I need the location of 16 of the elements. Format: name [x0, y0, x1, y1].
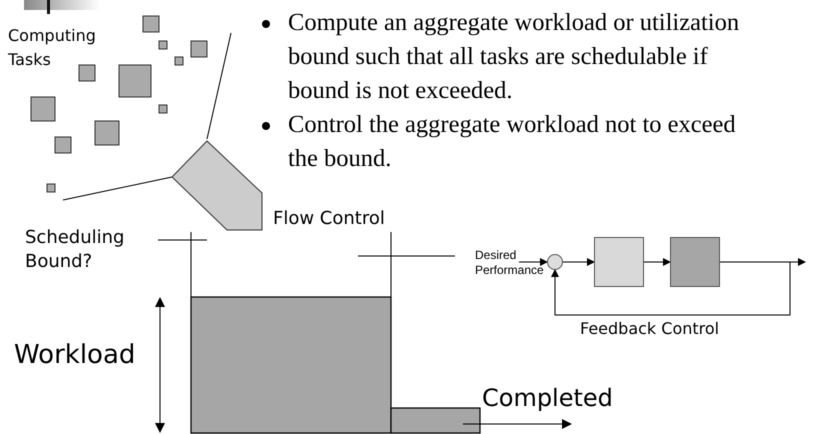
caption: Computing Tasks: [8, 25, 97, 71]
block-diagram-box: [670, 237, 720, 287]
summing-junction-circle: [547, 254, 563, 270]
label: Workload: [14, 339, 136, 372]
input-label: Desired Performance: [475, 248, 543, 278]
arrow: [562, 258, 595, 266]
caption: Scheduling Bound?: [25, 226, 126, 274]
label: Completed: [482, 383, 614, 413]
caption: Feedback Control: [580, 318, 720, 340]
arrow: [518, 258, 548, 266]
arrow: [551, 262, 790, 316]
bullet-point-text: Compute an aggregate workload or utilization bound such that all tasks are schedulable if bound is not exceeded.: [288, 9, 740, 104]
arrow: [644, 258, 671, 266]
block-diagram-box: [594, 237, 644, 287]
caption: Flow Control: [273, 207, 386, 231]
bullet-point-text: Control the aggregate workload not to exceed the bound.: [288, 111, 736, 172]
